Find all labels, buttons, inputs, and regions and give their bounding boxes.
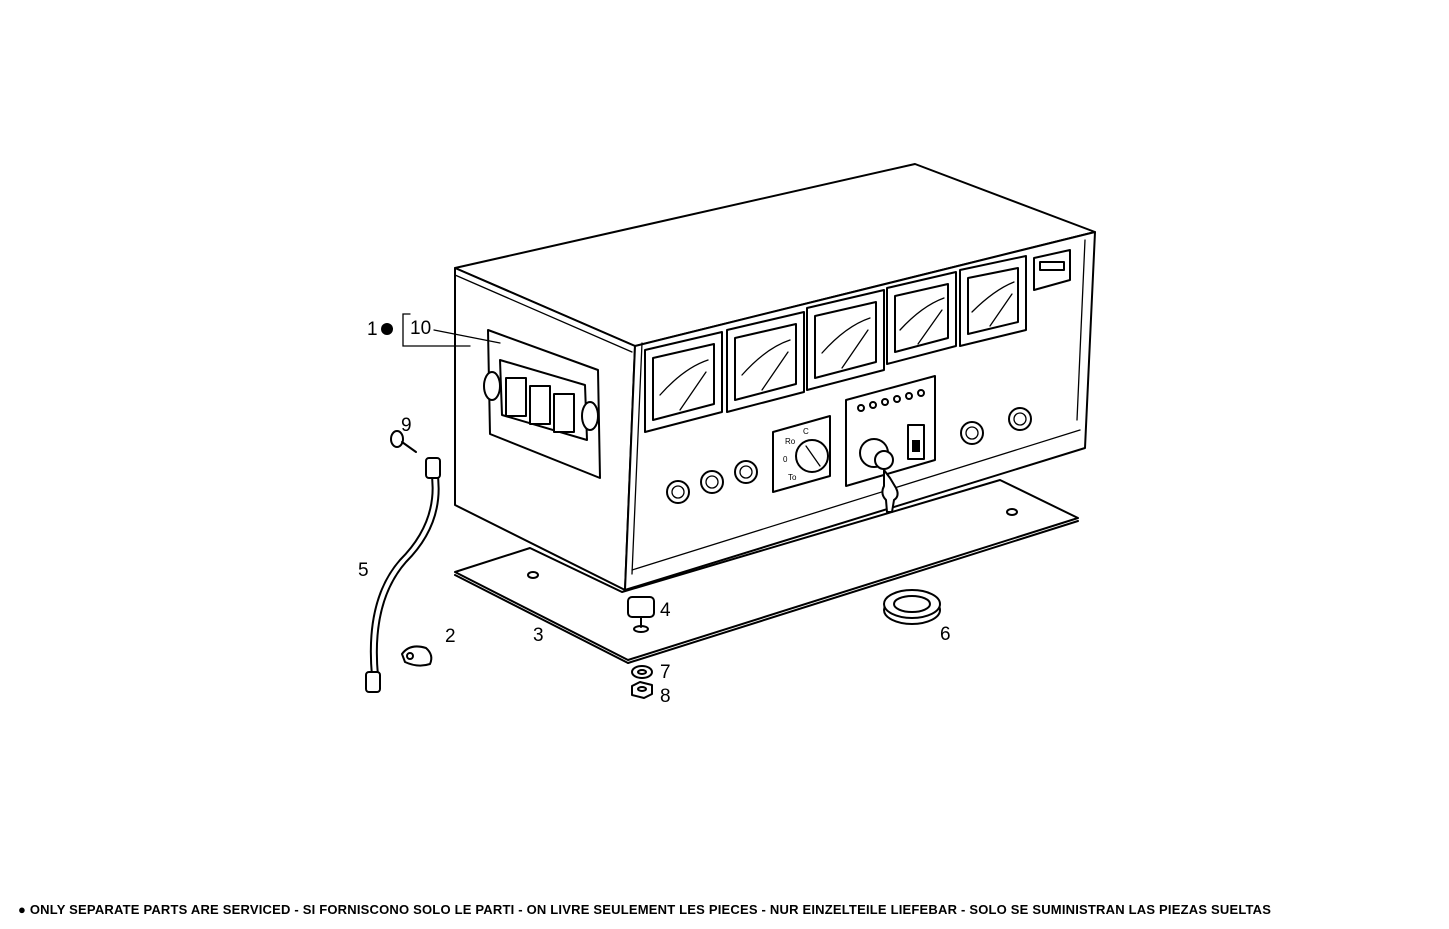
callout-leaders bbox=[402, 313, 501, 347]
meter-5 bbox=[959, 255, 1027, 347]
indicator-lamps bbox=[666, 407, 1032, 504]
footer-text: ONLY SEPARATE PARTS ARE SERVICED - SI FO… bbox=[29, 902, 1272, 917]
washer bbox=[631, 665, 653, 679]
callout-7: 7 bbox=[660, 662, 671, 683]
key-switch-module bbox=[845, 375, 936, 513]
callout-6: 6 bbox=[940, 624, 951, 645]
callout-1: 1 bbox=[367, 319, 378, 340]
callout-10: 10 bbox=[410, 318, 432, 339]
screw bbox=[390, 430, 417, 453]
meter-4 bbox=[886, 271, 957, 365]
meter-1 bbox=[644, 331, 723, 433]
selector-switch: Ro C 0 To bbox=[772, 415, 831, 493]
callout-5: 5 bbox=[358, 560, 369, 581]
grommet bbox=[883, 589, 941, 625]
callout-2: 2 bbox=[445, 626, 456, 647]
callout-8: 8 bbox=[660, 686, 671, 707]
footer-bullet: ● bbox=[18, 902, 27, 917]
hour-counter bbox=[1033, 249, 1071, 291]
nut bbox=[631, 681, 653, 699]
footer-note: ● ONLY SEPARATE PARTS ARE SERVICED - SI … bbox=[18, 902, 1443, 917]
meter-2 bbox=[726, 311, 805, 413]
svg-text:To: To bbox=[788, 473, 797, 482]
circuit-breaker-panel bbox=[483, 329, 601, 479]
callout-4: 4 bbox=[660, 600, 671, 621]
serviced-bullet-icon bbox=[381, 323, 393, 335]
rubber-foot bbox=[627, 596, 655, 633]
ground-strap bbox=[365, 457, 441, 693]
meter-3 bbox=[806, 289, 885, 391]
svg-text:0: 0 bbox=[783, 455, 788, 464]
cable-clamp bbox=[401, 645, 433, 667]
svg-text:C: C bbox=[803, 427, 809, 436]
svg-text:Ro: Ro bbox=[785, 437, 796, 446]
base-plate bbox=[454, 479, 1079, 664]
callout-9: 9 bbox=[401, 415, 412, 436]
callout-3: 3 bbox=[533, 625, 544, 646]
